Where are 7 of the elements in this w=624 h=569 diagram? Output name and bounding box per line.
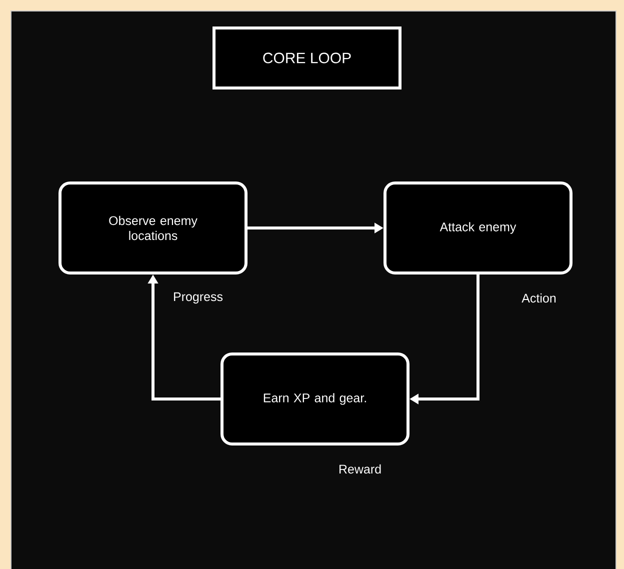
stage-label: Action — [522, 293, 556, 303]
title-box: CORE LOOP — [212, 26, 402, 90]
process-box: Earn XP and gear. — [220, 352, 410, 446]
process-box: Attack enemy — [384, 182, 572, 274]
process-box: Observe enemy locations — [58, 182, 248, 274]
stage-label: Progress — [174, 292, 223, 304]
stage-label: Reward — [339, 464, 381, 474]
